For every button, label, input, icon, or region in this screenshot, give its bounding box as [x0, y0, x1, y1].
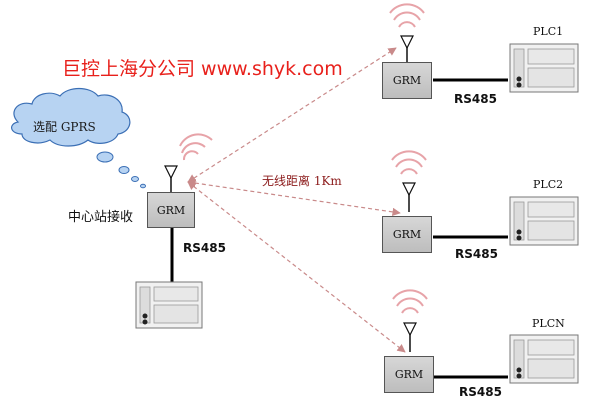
wireless-distance-label: 无线距离 1Km	[262, 174, 342, 188]
wireless-link-plcn	[187, 181, 406, 353]
grm-module-plc1: GRM	[382, 62, 432, 99]
cloud-bubble	[96, 151, 114, 163]
antenna-icon	[400, 35, 414, 62]
plc-unit	[509, 43, 579, 93]
plc-unit	[135, 281, 203, 329]
rs485-label-center: RS485	[183, 241, 226, 255]
grm-module-plc2: GRM	[382, 216, 432, 253]
cloud-label: 选配 GPRS	[33, 120, 96, 134]
plc-unit	[509, 196, 579, 246]
gprs-cloud	[11, 87, 146, 189]
wireless-link-plc1	[187, 47, 397, 183]
antenna-icon	[402, 182, 416, 212]
rs485-label-plc2: RS485	[455, 247, 498, 261]
cloud-bubble	[140, 183, 146, 189]
signal-waves-plc1	[389, 3, 425, 28]
antenna-icon	[403, 322, 417, 352]
signal-waves-center	[179, 133, 213, 161]
grm-module-plcn: GRM	[384, 356, 434, 393]
plc-label-2: PLC2	[533, 178, 564, 191]
page-title: 巨控上海分公司 www.shyk.com	[62, 58, 343, 80]
rs485-label-plcn: RS485	[459, 385, 502, 399]
plc-unit	[509, 334, 579, 384]
plc-label-1: PLC1	[533, 25, 564, 38]
cloud-bubble	[131, 176, 139, 182]
signal-waves-plcn	[392, 289, 428, 314]
plc-label-n: PLCN	[532, 317, 565, 330]
signal-waves-plc2	[391, 150, 427, 175]
grm-module-center: GRM	[147, 192, 195, 228]
rs485-label-plc1: RS485	[454, 92, 497, 106]
antenna-icon	[164, 165, 178, 194]
center-station-label: 中心站接收	[68, 210, 134, 225]
cloud-bubble	[118, 166, 130, 174]
